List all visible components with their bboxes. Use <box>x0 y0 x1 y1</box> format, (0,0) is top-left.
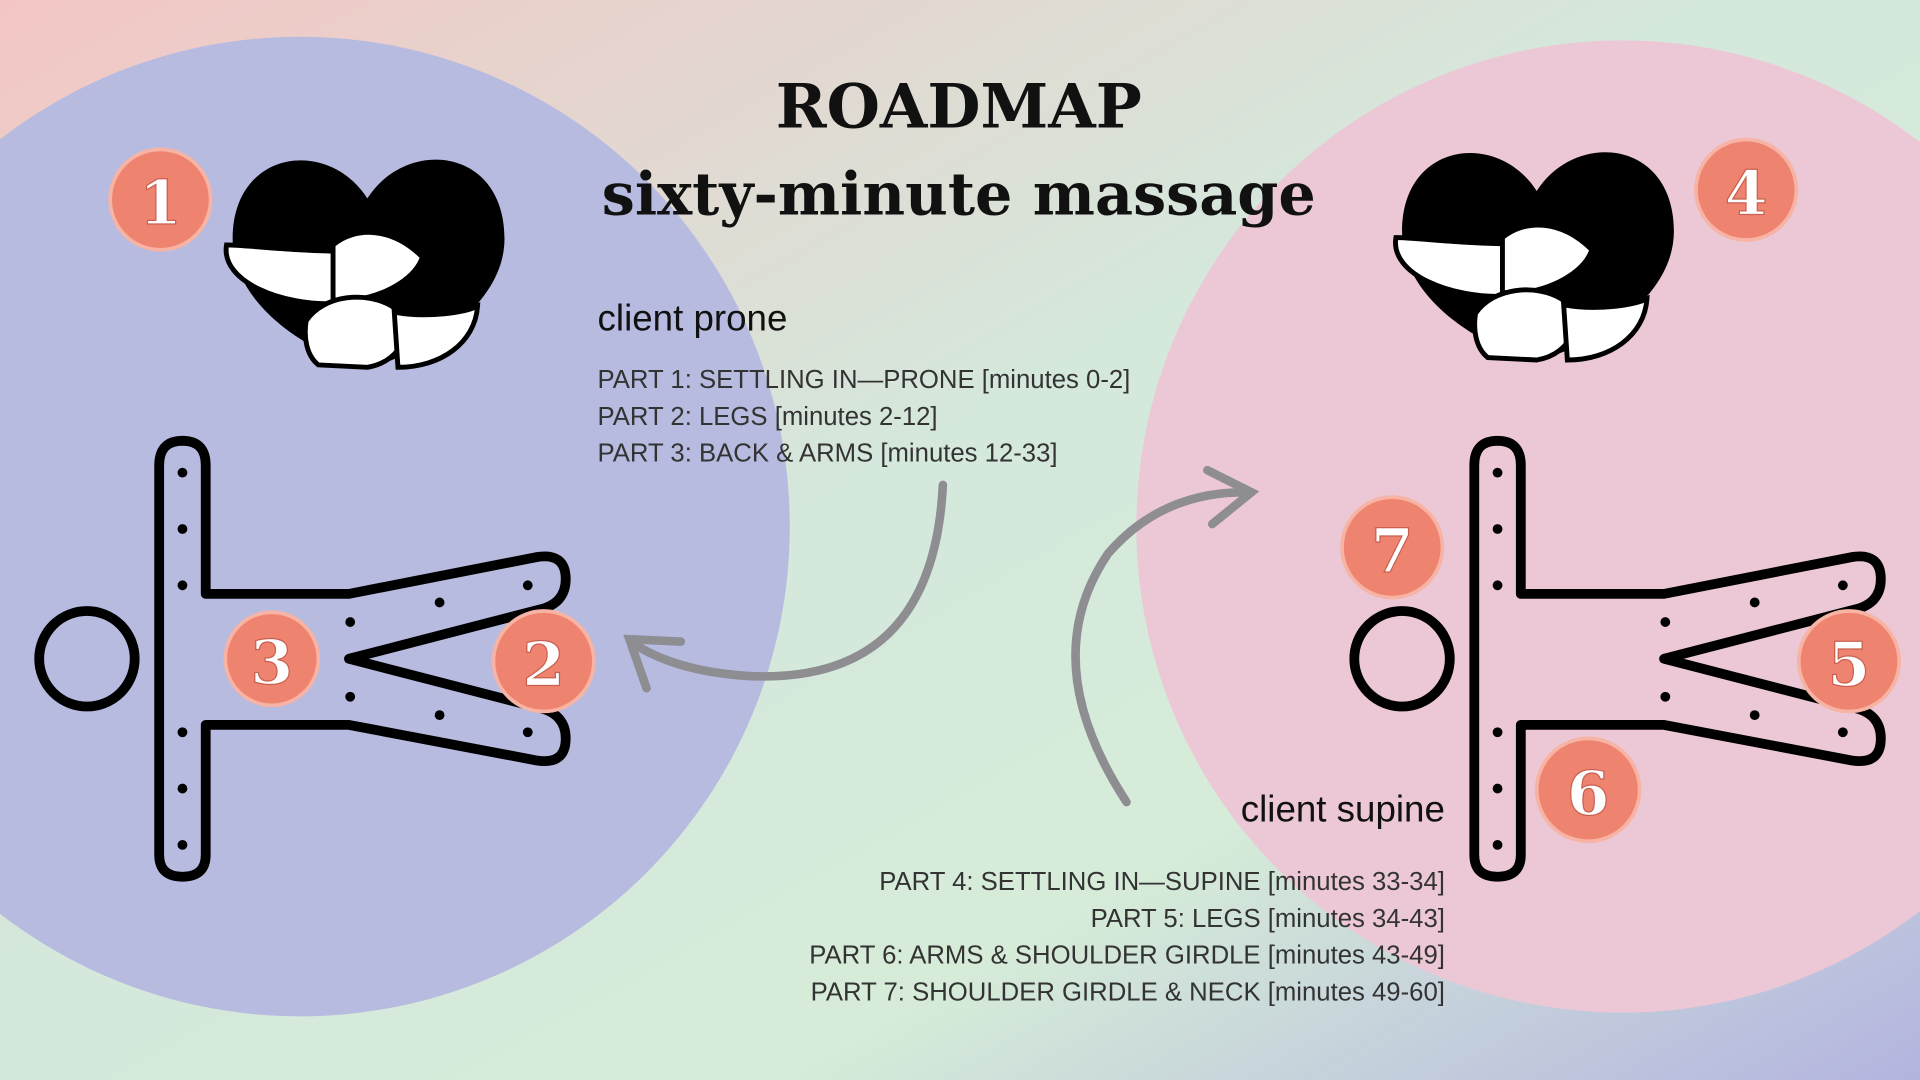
prone-circle <box>0 36 790 1017</box>
svg-text:2: 2 <box>522 630 565 701</box>
svg-text:3: 3 <box>251 627 294 698</box>
svg-text:6: 6 <box>1567 758 1610 829</box>
svg-text:7: 7 <box>1371 516 1414 587</box>
prone-arrow-icon <box>623 480 948 693</box>
supine-heading: client supine <box>1241 789 1445 830</box>
prone-part: PART 3: BACK & ARMS [minutes 12-33] <box>598 440 1058 468</box>
prone-part: PART 1: SETTLING IN—PRONE [minutes 0-2] <box>598 366 1131 394</box>
supine-part: PART 4: SETTLING IN—SUPINE [minutes 33-3… <box>879 868 1445 896</box>
svg-text:4: 4 <box>1725 158 1768 229</box>
svg-text:5: 5 <box>1828 630 1871 701</box>
badge-3: 3 <box>223 610 321 708</box>
prone-part: PART 2: LEGS [minutes 2-12] <box>598 403 938 431</box>
supine-part: PART 7: SHOULDER GIRDLE & NECK [minutes … <box>811 978 1445 1006</box>
badge-5: 5 <box>1796 609 1902 714</box>
subtitle: sixty-minute massage <box>602 159 1316 228</box>
badge-7: 7 <box>1340 495 1445 600</box>
badge-4: 4 <box>1694 137 1799 242</box>
supine-part: PART 5: LEGS [minutes 34-43] <box>1091 905 1445 933</box>
prone-heading: client prone <box>598 298 788 339</box>
supine-arrow-icon <box>1071 465 1260 807</box>
badge-2: 2 <box>491 609 596 714</box>
supine-circle <box>1136 40 1920 1013</box>
badge-6: 6 <box>1534 736 1642 844</box>
svg-text:1: 1 <box>139 168 182 239</box>
title: ROADMAP <box>776 71 1142 142</box>
supine-part: PART 6: ARMS & SHOULDER GIRDLE [minutes … <box>809 942 1445 970</box>
badge-1: 1 <box>108 147 213 252</box>
